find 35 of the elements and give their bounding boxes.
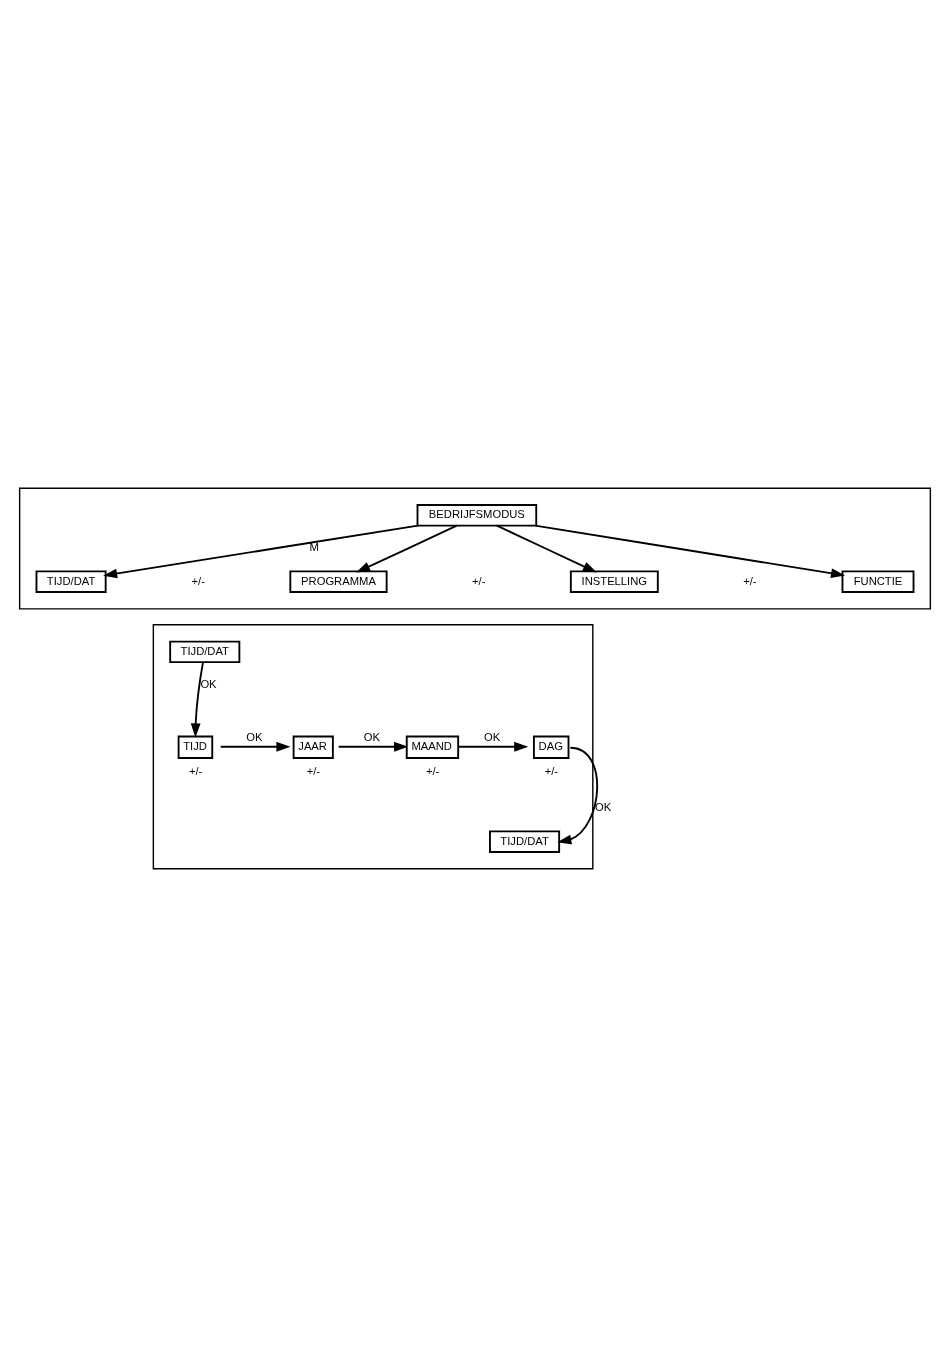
node-box: TIJD/DAT [489,829,561,853]
node-label: +/- [188,764,203,777]
edge-label: OK [246,730,263,743]
arrow [337,741,409,752]
cluster [18,487,932,610]
arrow [103,524,419,578]
cluster [152,623,594,869]
arrow [495,524,597,573]
node-box: TIJD/DAT [169,640,241,663]
edge-label: OK [483,730,501,743]
arrow [457,741,529,752]
node-label: +/- [544,764,559,777]
edge-label: OK [363,730,381,743]
node-box: BEDRIJFSMODUS [416,503,538,527]
node-box: INSTELLING [569,570,659,593]
node-box: PROGRAMMA [289,570,388,593]
edge-label: M [309,540,319,553]
arrow [534,524,846,578]
label: +/- [743,574,757,587]
node-box: FUNCTIE [841,570,915,593]
arrow [557,746,599,844]
label: +/- [472,574,486,587]
node-box: TIJD [177,735,214,759]
label: +/- [191,574,205,587]
arrow [190,660,204,737]
node-box: JAAR [292,735,334,759]
node-box: MAAND [405,735,460,759]
arrow [219,741,291,752]
arrow [356,524,458,573]
node-label: +/- [425,764,440,777]
node-box: DAG [532,735,570,759]
edge-label: OK [594,800,612,813]
node-label: +/- [306,764,321,777]
node-box: TIJD/DAT [35,570,107,593]
edge-label: OK [200,677,217,690]
